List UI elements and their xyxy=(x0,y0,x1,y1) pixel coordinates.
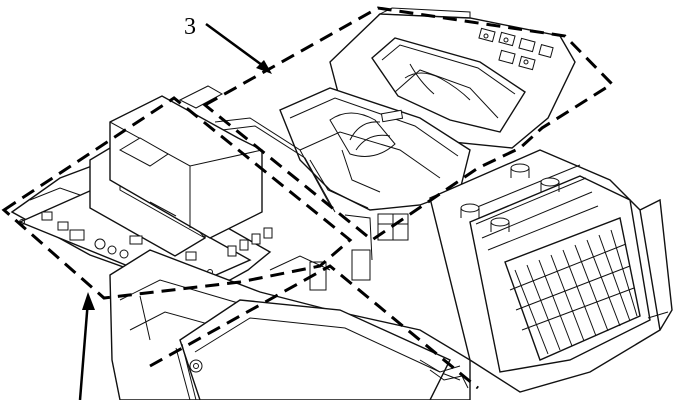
panel-button xyxy=(518,55,536,71)
upper-lamp-module xyxy=(214,7,576,261)
callout-3-label: 3 xyxy=(184,14,196,40)
dashed-boundary-module-3 xyxy=(202,6,615,242)
callout-3-arrow xyxy=(205,22,272,74)
fan-assembly xyxy=(429,149,673,393)
dashed-boundary-board xyxy=(1,96,353,300)
base-chassis xyxy=(109,249,471,400)
panel-button xyxy=(478,27,496,43)
lower-callout-arrow xyxy=(78,292,95,400)
panel-button xyxy=(498,31,516,47)
power-supply-board xyxy=(10,85,273,286)
panel-button xyxy=(518,37,536,53)
panel-button xyxy=(498,49,516,65)
panel-button xyxy=(538,44,554,58)
dashed-boundary-chassis xyxy=(149,264,479,390)
